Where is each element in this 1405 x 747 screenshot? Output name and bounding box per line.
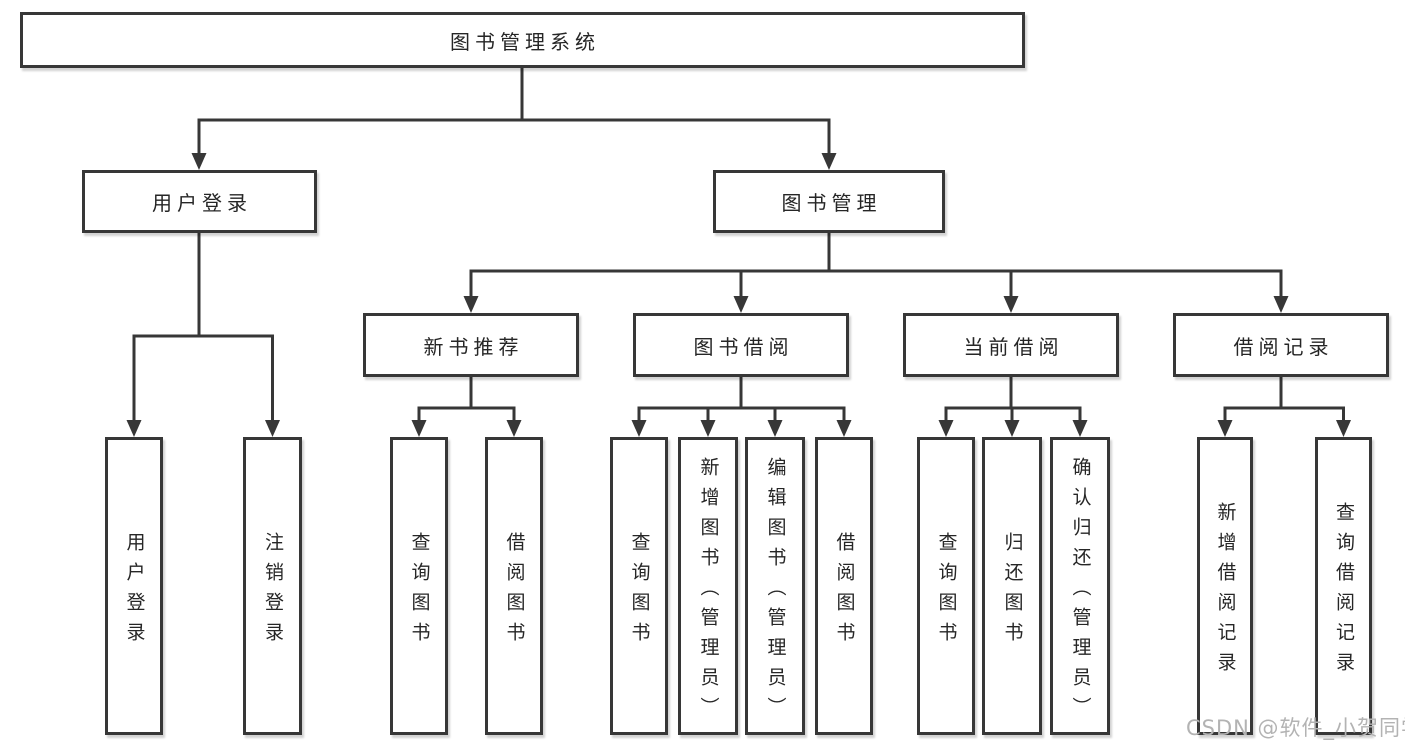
node-book-borrow: 图书借阅 (633, 313, 849, 377)
csdn-watermark: CSDN @软件_小贺同学 (1186, 716, 1405, 740)
node-library-management-system: 图书管理系统 (20, 12, 1025, 68)
node-book-management: 图书管理 (713, 170, 945, 233)
node-label: 查询图书 (935, 531, 958, 652)
node-label: 图书借阅 (693, 334, 794, 359)
node-label: 图书管理 (781, 191, 882, 215)
node-current-borrow: 当前借阅 (903, 313, 1119, 377)
leaf-confirm-return-admin: 确认归还（管理员） (1050, 437, 1110, 735)
node-label: 借阅记录 (1233, 334, 1334, 359)
leaf-add-borrow-record: 新增借阅记录 (1197, 437, 1253, 735)
node-label: 新增图书（管理员） (697, 456, 720, 727)
node-label: 新增借阅记录 (1214, 501, 1237, 682)
node-label: 借阅图书 (833, 531, 856, 652)
leaf-borrow-books-recommend: 借阅图书 (485, 437, 543, 735)
node-label: 编辑图书（管理员） (764, 456, 787, 727)
node-label: 归还图书 (1001, 531, 1024, 652)
leaf-query-books-recommend: 查询图书 (390, 437, 448, 735)
leaf-borrow-books: 借阅图书 (815, 437, 873, 735)
node-label: 借阅图书 (503, 531, 526, 652)
node-label: 确认归还（管理员） (1069, 456, 1092, 727)
node-label: 查询借阅记录 (1333, 501, 1355, 682)
leaf-return-books: 归还图书 (982, 437, 1042, 735)
leaf-query-borrow-record: 查询借阅记录 (1315, 437, 1372, 735)
node-label: 用户登录 (123, 531, 146, 652)
node-label: 查询图书 (408, 531, 431, 652)
node-label: 用户登录 (152, 191, 252, 215)
node-label: 查询图书 (628, 531, 651, 652)
node-label: 注销登录 (262, 531, 284, 652)
leaf-edit-books-admin: 编辑图书（管理员） (745, 437, 805, 735)
node-new-book-recommend: 新书推荐 (363, 313, 579, 377)
leaf-logout: 注销登录 (243, 437, 302, 735)
node-borrow-records: 借阅记录 (1173, 313, 1389, 377)
leaf-query-books-current: 查询图书 (917, 437, 975, 735)
node-label: 图书管理系统 (450, 29, 600, 54)
node-user-login: 用户登录 (82, 170, 317, 233)
node-label: 当前借阅 (963, 334, 1064, 359)
leaf-query-books-borrow: 查询图书 (610, 437, 668, 735)
leaf-user-login: 用户登录 (105, 437, 163, 735)
leaf-add-books-admin: 新增图书（管理员） (678, 437, 738, 735)
node-label: 新书推荐 (423, 334, 524, 359)
